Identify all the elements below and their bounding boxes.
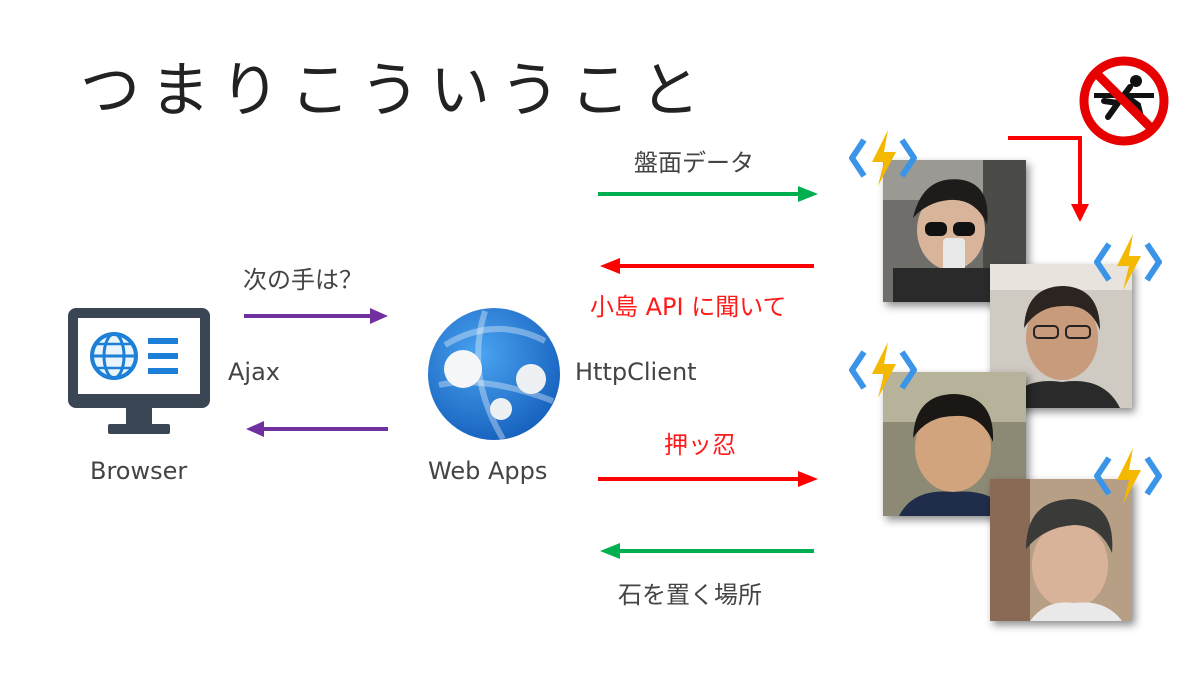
monitor-browser-icon (68, 308, 210, 434)
azure-functions-icon (849, 130, 917, 186)
azure-functions-icon (1094, 448, 1162, 504)
routing-arrow (1008, 136, 1089, 222)
next-move-label: 次の手は？ (243, 266, 363, 294)
osshi-arrow (598, 471, 818, 487)
httpclient-label: HttpClient (575, 358, 697, 386)
browser-label: Browser (90, 457, 188, 485)
webapps-label: Web Apps (428, 457, 548, 485)
board-data-arrow (598, 186, 818, 202)
stone-place-label: 石を置く場所 (618, 581, 762, 609)
azure-functions-icon (849, 342, 917, 398)
no-climbing-sign-icon (1079, 56, 1169, 146)
stone-place-arrow (600, 543, 814, 559)
osshi-label: 押ッ忍 (664, 431, 736, 459)
azure-functions-icon (1094, 234, 1162, 290)
request-arrow-browser-to-webapps (244, 308, 388, 324)
ask-kojima-label: 小島 API に聞いて (590, 293, 787, 321)
ask-kojima-arrow (600, 258, 814, 274)
board-data-label: 盤面データ (634, 149, 754, 177)
slide-title: つまりこういうこと (80, 56, 710, 126)
web-apps-icon (428, 308, 560, 441)
member-photo-2 (990, 264, 1132, 408)
response-arrow-webapps-to-browser (246, 421, 388, 437)
member-photo-4 (990, 479, 1132, 621)
ajax-label: Ajax (228, 358, 280, 386)
